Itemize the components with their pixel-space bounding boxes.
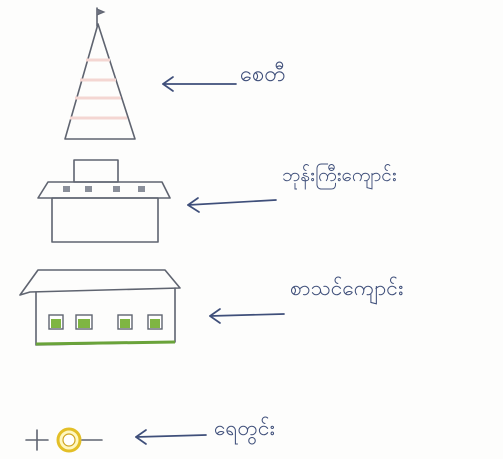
- school-label: စာသင်ကျောင်း: [290, 276, 404, 300]
- school-pointer-arrow: [209, 308, 285, 324]
- well-pointer-arrow: [135, 429, 207, 445]
- pagoda-symbol: [64, 7, 136, 140]
- school-building-symbol: [19, 269, 181, 346]
- pagoda-label: စေတီ: [240, 62, 286, 87]
- monastery-symbol: [37, 159, 171, 243]
- well-symbol: [25, 427, 103, 453]
- pagoda-pointer-arrow: [162, 76, 237, 92]
- monastery-label: ဘုန်းကြီးကျောင်း: [282, 164, 397, 186]
- monastery-pointer-arrow: [187, 197, 277, 213]
- well-label: ရေတွင်း: [214, 416, 275, 440]
